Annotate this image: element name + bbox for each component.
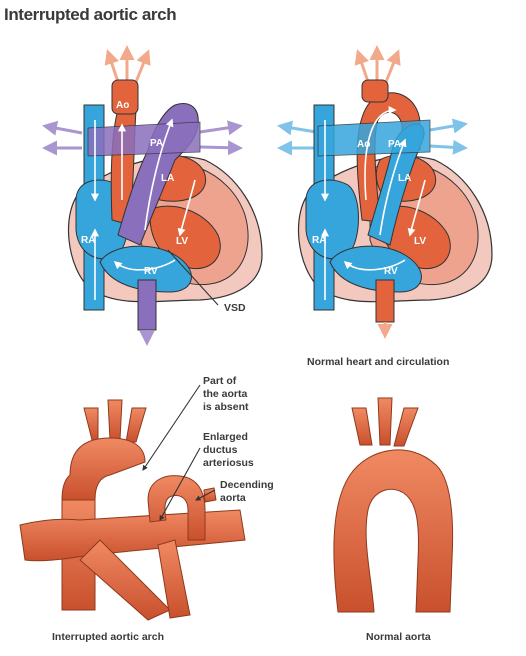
pulmonary-branches — [87, 121, 201, 157]
aortic-branch-arrows — [104, 45, 151, 83]
caption-interrupted: Interrupted aortic arch — [52, 631, 164, 643]
callout-ductus-line-3: arteriosus — [203, 457, 254, 469]
descending-aorta-loop — [147, 475, 206, 541]
label-vsd: VSD — [224, 302, 246, 314]
flow-arrows — [91, 118, 196, 300]
ductus-leader-line — [159, 447, 201, 521]
label-lv-normal: LV — [414, 236, 426, 247]
aortic-branch-arrows-normal — [354, 45, 401, 83]
callout-absent-line-2: the aorta — [203, 388, 248, 400]
label-ra-normal: RA — [312, 235, 326, 246]
right-atrium-normal — [305, 179, 359, 260]
callout-absent: Part of the aorta is absent — [203, 375, 249, 413]
flow-arrows-normal — [321, 106, 426, 300]
label-pa: PA — [150, 138, 163, 149]
pulmonary-trunk — [19, 509, 246, 562]
aorta-normal-illustration — [333, 397, 454, 613]
label-lv: LV — [176, 236, 188, 247]
callout-absent-line-1: Part of — [203, 375, 237, 387]
descending-aorta-normal — [375, 279, 395, 323]
label-la: LA — [161, 173, 174, 184]
heart-interrupted: Ao PA LA RA LV RV VSD — [42, 45, 263, 346]
callout-ductus-line-2: ductus — [203, 444, 238, 456]
label-ao-normal: Ao — [357, 139, 370, 150]
label-rv: RV — [144, 266, 158, 277]
callout-descending: Decending aorta — [220, 479, 274, 504]
ascending-aorta-stump — [61, 437, 146, 501]
callout-descending-line-2: aorta — [220, 492, 246, 504]
pulmonary-arrows-left — [42, 120, 243, 156]
descending-aorta-mixed — [137, 279, 157, 331]
callout-ductus: Enlarged ductus arteriosus — [203, 431, 254, 469]
label-pa-normal: PA — [388, 139, 401, 150]
pulmonary-arrows-normal — [277, 118, 468, 156]
absent-leader-line — [142, 384, 201, 471]
normal-aortic-arch — [333, 449, 454, 613]
caption-normal-aorta: Normal aorta — [366, 631, 431, 643]
label-rv-normal: RV — [384, 266, 398, 277]
caption-normal-heart: Normal heart and circulation — [307, 356, 449, 368]
aortic-branches — [111, 79, 139, 115]
heart-normal: Ao PA LA RA LV RV Normal heart and circu… — [277, 45, 493, 368]
aorta-interrupted — [19, 399, 246, 621]
callout-descending-line-1: Decending — [220, 479, 274, 491]
vsd-leader-line — [167, 249, 219, 306]
aortic-branches-normal — [361, 79, 389, 103]
label-ra: RA — [81, 235, 95, 246]
callout-ductus-line-1: Enlarged — [203, 431, 248, 443]
page-title: Interrupted aortic arch — [4, 5, 177, 24]
label-la-normal: LA — [398, 173, 411, 184]
descending-leader-line — [195, 489, 216, 501]
callout-absent-line-3: is absent — [203, 401, 249, 413]
label-ao: Ao — [116, 100, 129, 111]
